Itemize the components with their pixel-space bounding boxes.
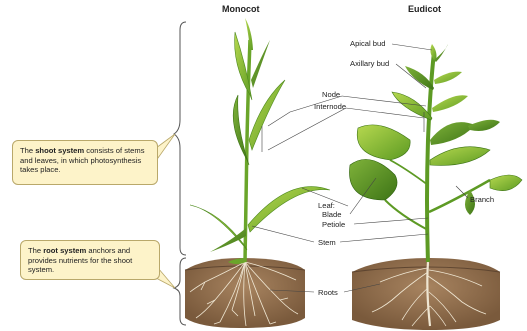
label-branch: Branch	[470, 195, 494, 204]
label-roots: Roots	[318, 288, 338, 297]
eudicot-plant	[349, 44, 522, 262]
label-leaf: Leaf:	[318, 201, 335, 210]
label-node: Node	[322, 90, 340, 99]
label-internode: Internode	[314, 102, 346, 111]
root-system-callout: The root system anchors and provides nut…	[20, 240, 160, 280]
label-blade: Blade	[322, 210, 341, 219]
label-stem: Stem	[318, 238, 336, 247]
root-bracket	[174, 258, 186, 325]
shoot-system-callout: The shoot system consists of stems and l…	[12, 140, 158, 185]
monocot-plant	[190, 18, 330, 264]
shoot-callout-bold: shoot system	[35, 146, 84, 155]
monocot-title: Monocot	[222, 4, 260, 14]
label-petiole: Petiole	[322, 220, 345, 229]
eudicot-soil	[352, 258, 500, 330]
shoot-bracket	[174, 22, 186, 255]
root-callout-bold: root system	[43, 246, 86, 255]
label-apical-bud: Apical bud	[350, 39, 385, 48]
shoot-callout-pre: The	[20, 146, 35, 155]
label-axillary-bud: Axillary bud	[350, 59, 389, 68]
root-callout-pre: The	[28, 246, 43, 255]
eudicot-title: Eudicot	[408, 4, 441, 14]
